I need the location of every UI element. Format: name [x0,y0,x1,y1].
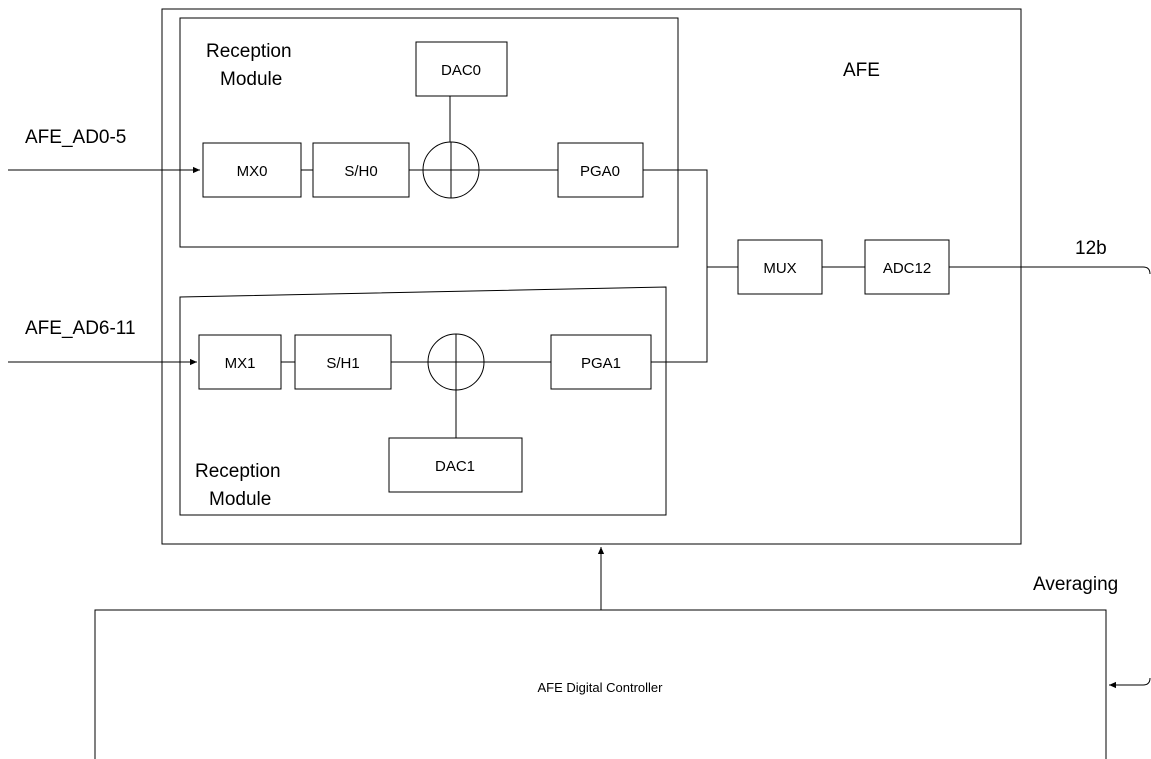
wire-pga0-mux [643,169,738,268]
mx1-label: MX1 [225,355,256,372]
input-bottom-label: AFE_AD6-11 [25,318,136,339]
mux-block [737,239,823,295]
reception-module-top-label-line2: Module [220,69,282,90]
dac0-label: DAC0 [441,62,481,79]
afe-label: AFE [843,60,880,81]
mx1-block [198,334,282,390]
dac1-label: DAC1 [435,458,475,475]
output-line [949,266,1151,275]
reception-module-bottom-label-line1: Reception [195,461,281,482]
reception-module-top-label-line1: Reception [206,41,292,62]
sh0-block [312,142,410,198]
adc12-block [864,239,950,295]
pga0-label: PGA0 [580,163,620,180]
summing-junction-0 [422,141,480,199]
mx0-block [202,142,302,198]
summing-junction-1 [427,333,485,391]
dac1-block [388,437,523,493]
pga0-block [557,142,644,198]
output-label: 12b [1075,238,1107,259]
input-top-label: AFE_AD0-5 [25,127,126,148]
pga1-label: PGA1 [581,355,621,372]
sh1-block [294,334,392,390]
wire-pga1-mux [651,267,708,363]
adc12-label: ADC12 [883,260,931,277]
reception-module-bottom-label-line2: Module [209,489,271,510]
mux-label: MUX [763,260,796,277]
mx0-label: MX0 [237,163,268,180]
pga1-block [550,334,652,390]
averaging-input-arrow [1109,677,1151,689]
digital-controller-label: AFE Digital Controller [538,680,664,695]
sh0-label: S/H0 [344,163,377,180]
dac0-block [415,41,508,97]
averaging-label: Averaging [1033,574,1118,595]
sh1-label: S/H1 [326,355,359,372]
